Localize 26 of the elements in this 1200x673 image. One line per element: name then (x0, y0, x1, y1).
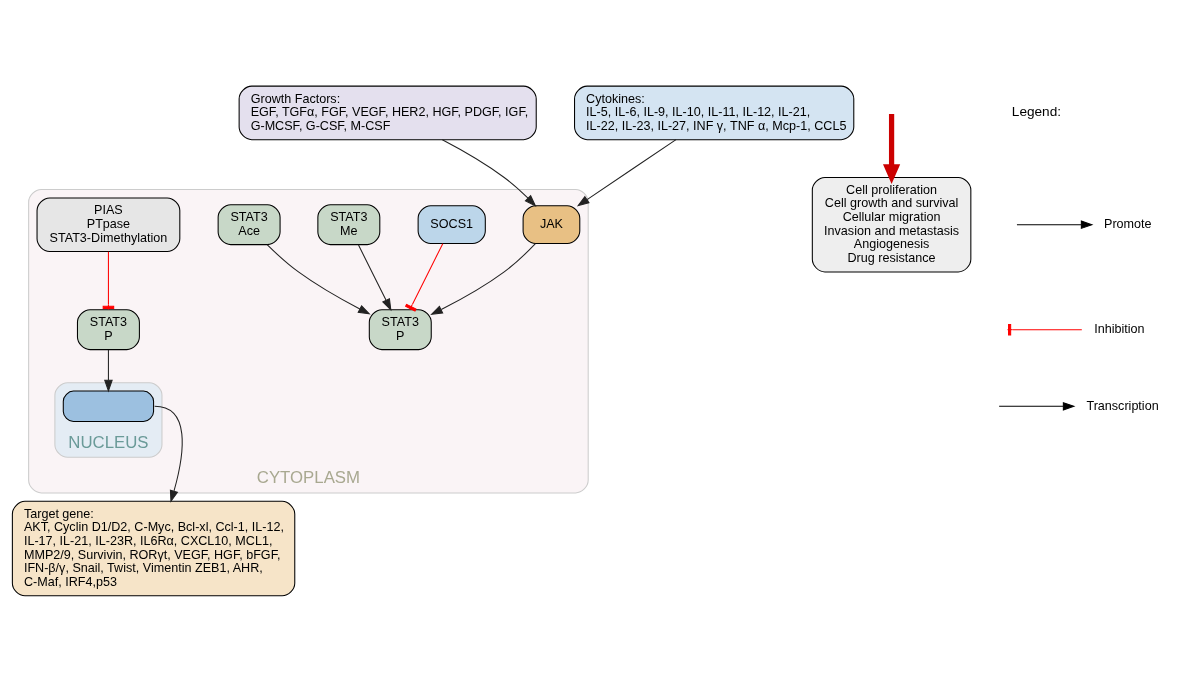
arrow (154, 405, 183, 503)
label: Legend: (1011, 104, 1062, 120)
node-box: SOCS1 (417, 205, 486, 245)
arrow (441, 139, 537, 207)
node-box: Growth Factors: EGF, TGFα, FGF, VEGF, HER2, HGF, PDGF, IGF, G-MCSF, G-CSF, M-CSF (238, 85, 537, 141)
node-box: STAT3 P (368, 309, 432, 351)
arrow (430, 243, 536, 316)
arrow (358, 244, 392, 312)
arrow (104, 349, 113, 393)
node-box: Target gene: AKT, Cyclin D1/D2, C-Myc, Bcl-xl, Ccl-1, IL-12, IL-17, IL-21, IL-23R, IL6Rα, CXCL10, MCL1, MMP2/9, Survivin, RORγt, VEGF, HGF, bFGF, IFN-β/γ, Snail, Twist, Vimentin ZEB1, AHR, C-Maf, IRF4,p53 (11, 500, 296, 597)
node-box: STAT3 P (76, 309, 140, 351)
node-box (62, 390, 155, 423)
cluster: NUCLEUS (54, 382, 163, 458)
legend-label: Inhibition (1094, 321, 1145, 336)
node-box: JAK (522, 205, 581, 245)
node-box: Cell proliferation Cell growth and survival Cellular migration Invasion and metastasis Angiogenesis Drug resistance (811, 176, 972, 273)
arrow (576, 139, 677, 207)
connector (404, 243, 444, 312)
arrow (882, 114, 901, 184)
node-box: Cytokines: IL-5, IL-6, IL-9, IL-10, IL-11, IL-12, IL-21, IL-22, IL-23, IL-27, INF γ, TNF α, Mcp-1, CCL5 (574, 85, 855, 141)
node-box: PIAS PTpase STAT3-Dimethylation (36, 197, 181, 252)
node-box: STAT3 Me (317, 204, 381, 246)
legend-label: Transcription (1086, 398, 1159, 413)
legend-label: Promote (1104, 216, 1152, 231)
arrow (266, 244, 371, 315)
node-box: STAT3 Ace (217, 204, 281, 246)
